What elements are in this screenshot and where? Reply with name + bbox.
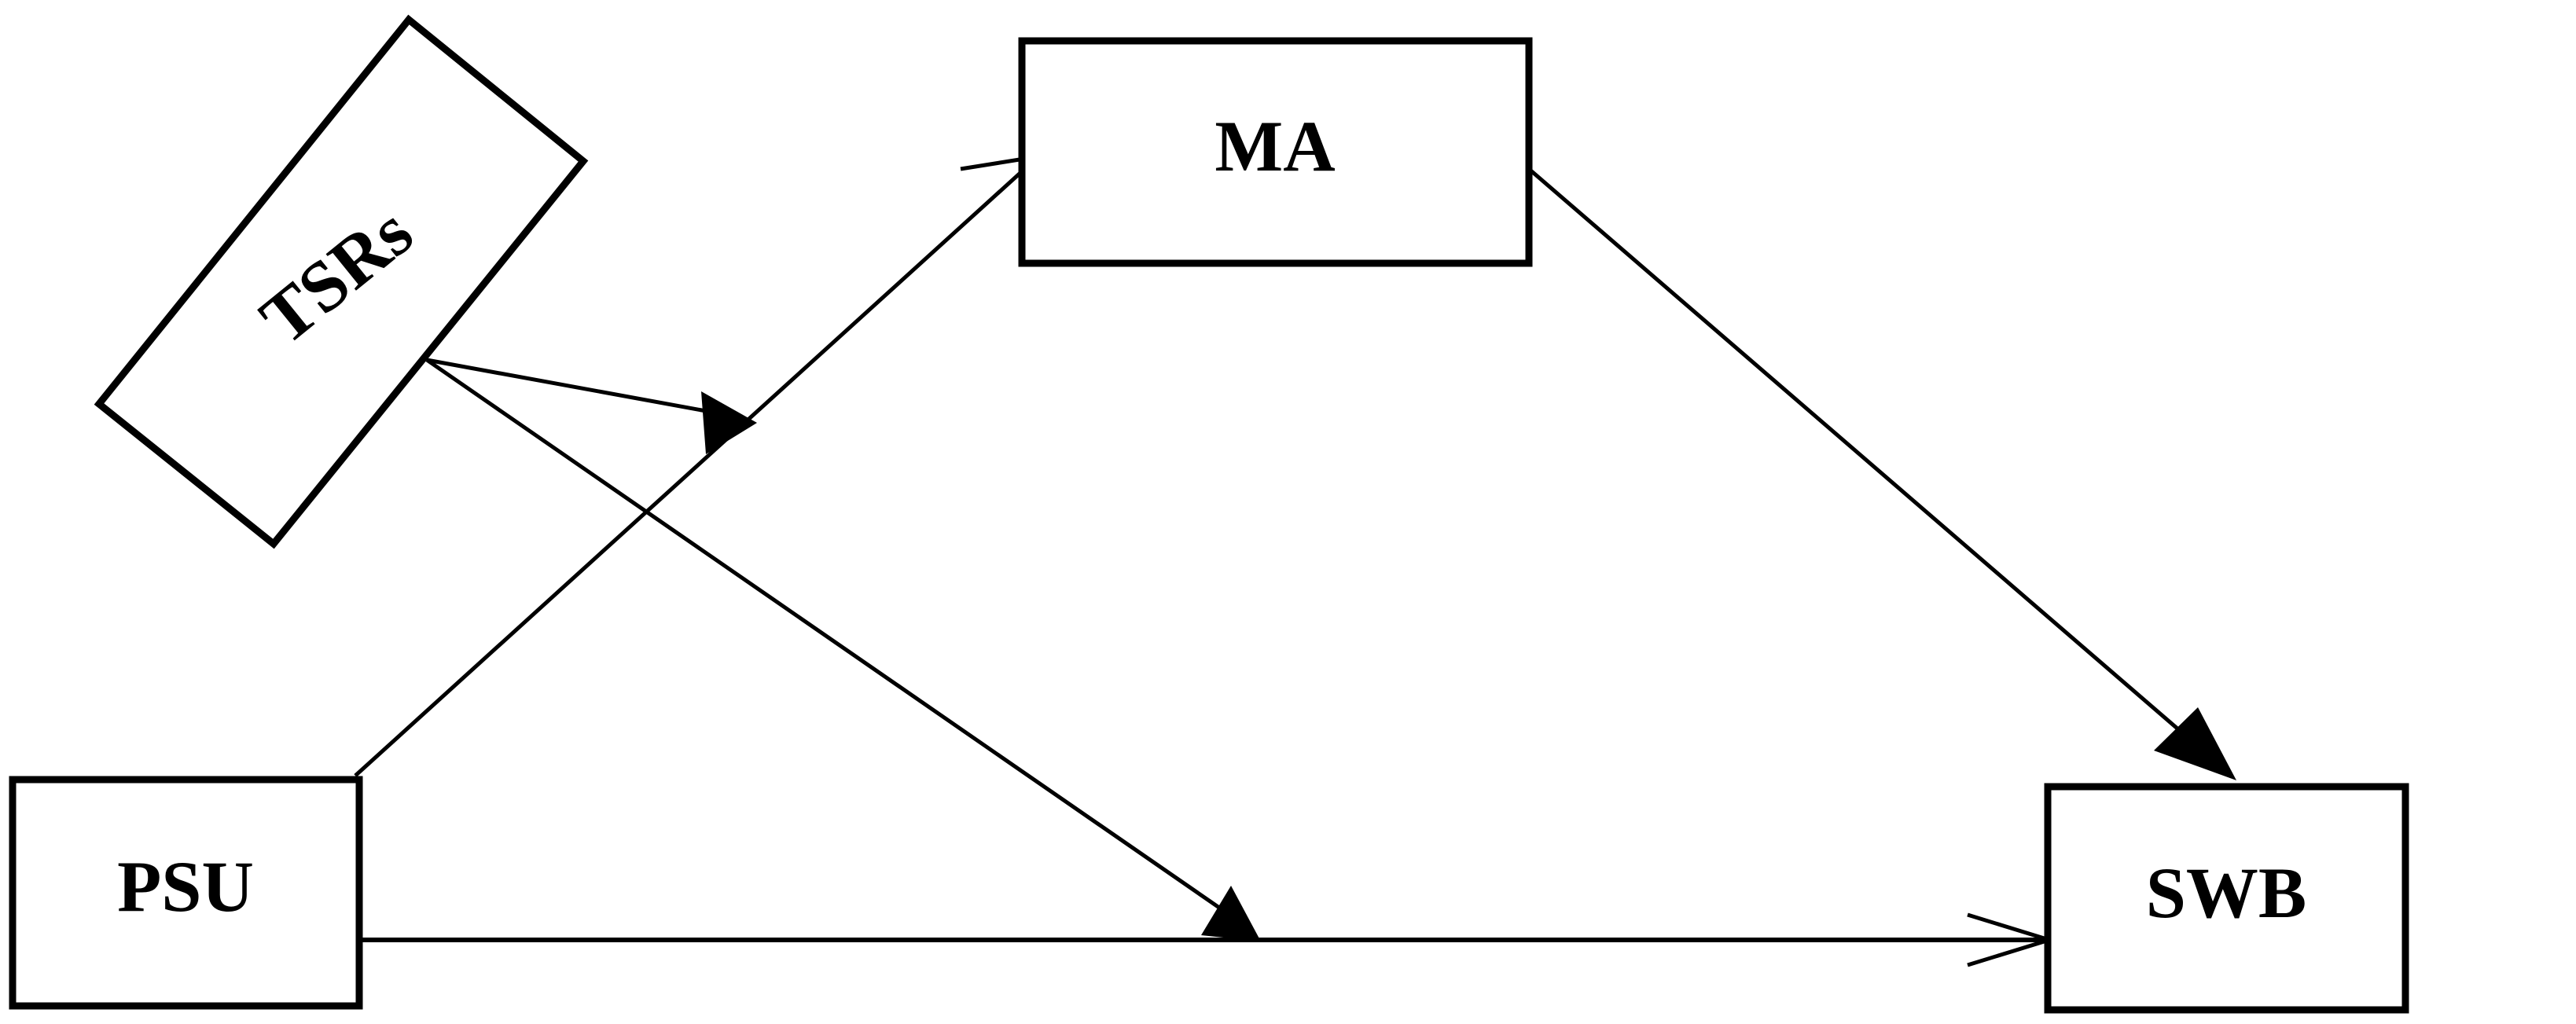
- edge-ma-to-swb-line: [1527, 167, 2220, 765]
- edge-psu-to-ma-line: [354, 156, 1039, 777]
- edge-psu-to-swb: [359, 912, 2050, 967]
- edge-psu-to-swb-arrowhead: [1967, 912, 2050, 967]
- node-swb[interactable]: SWB: [2044, 783, 2409, 1014]
- node-ma[interactable]: MA: [1018, 37, 1533, 267]
- edge-tsrs-moderator-b-line: [425, 358, 1244, 926]
- node-tsrs[interactable]: TSRs: [94, 14, 589, 549]
- node-psu-box[interactable]: [9, 776, 363, 1010]
- node-ma-box[interactable]: [1018, 37, 1533, 267]
- edge-tsrs-moderator-b-arrowhead: [1201, 886, 1261, 941]
- edge-tsrs-moderator-a-arrowhead: [701, 391, 757, 454]
- edge-ma-to-swb: [1527, 167, 2236, 780]
- edge-tsrs-to-psu-swb-path: [425, 358, 1261, 941]
- edge-tsrs-to-psu-ma-path: [426, 358, 757, 454]
- edge-ma-to-swb-arrowhead: [2154, 707, 2236, 780]
- node-tsrs-box[interactable]: [94, 14, 589, 549]
- edge-tsrs-moderator-a-line: [426, 358, 724, 417]
- node-ma-label: MA: [1215, 106, 1335, 186]
- node-swb-label: SWB: [2146, 853, 2307, 933]
- node-psu-label: PSU: [117, 846, 254, 927]
- node-swb-box[interactable]: [2044, 783, 2409, 1014]
- node-psu[interactable]: PSU: [9, 776, 363, 1010]
